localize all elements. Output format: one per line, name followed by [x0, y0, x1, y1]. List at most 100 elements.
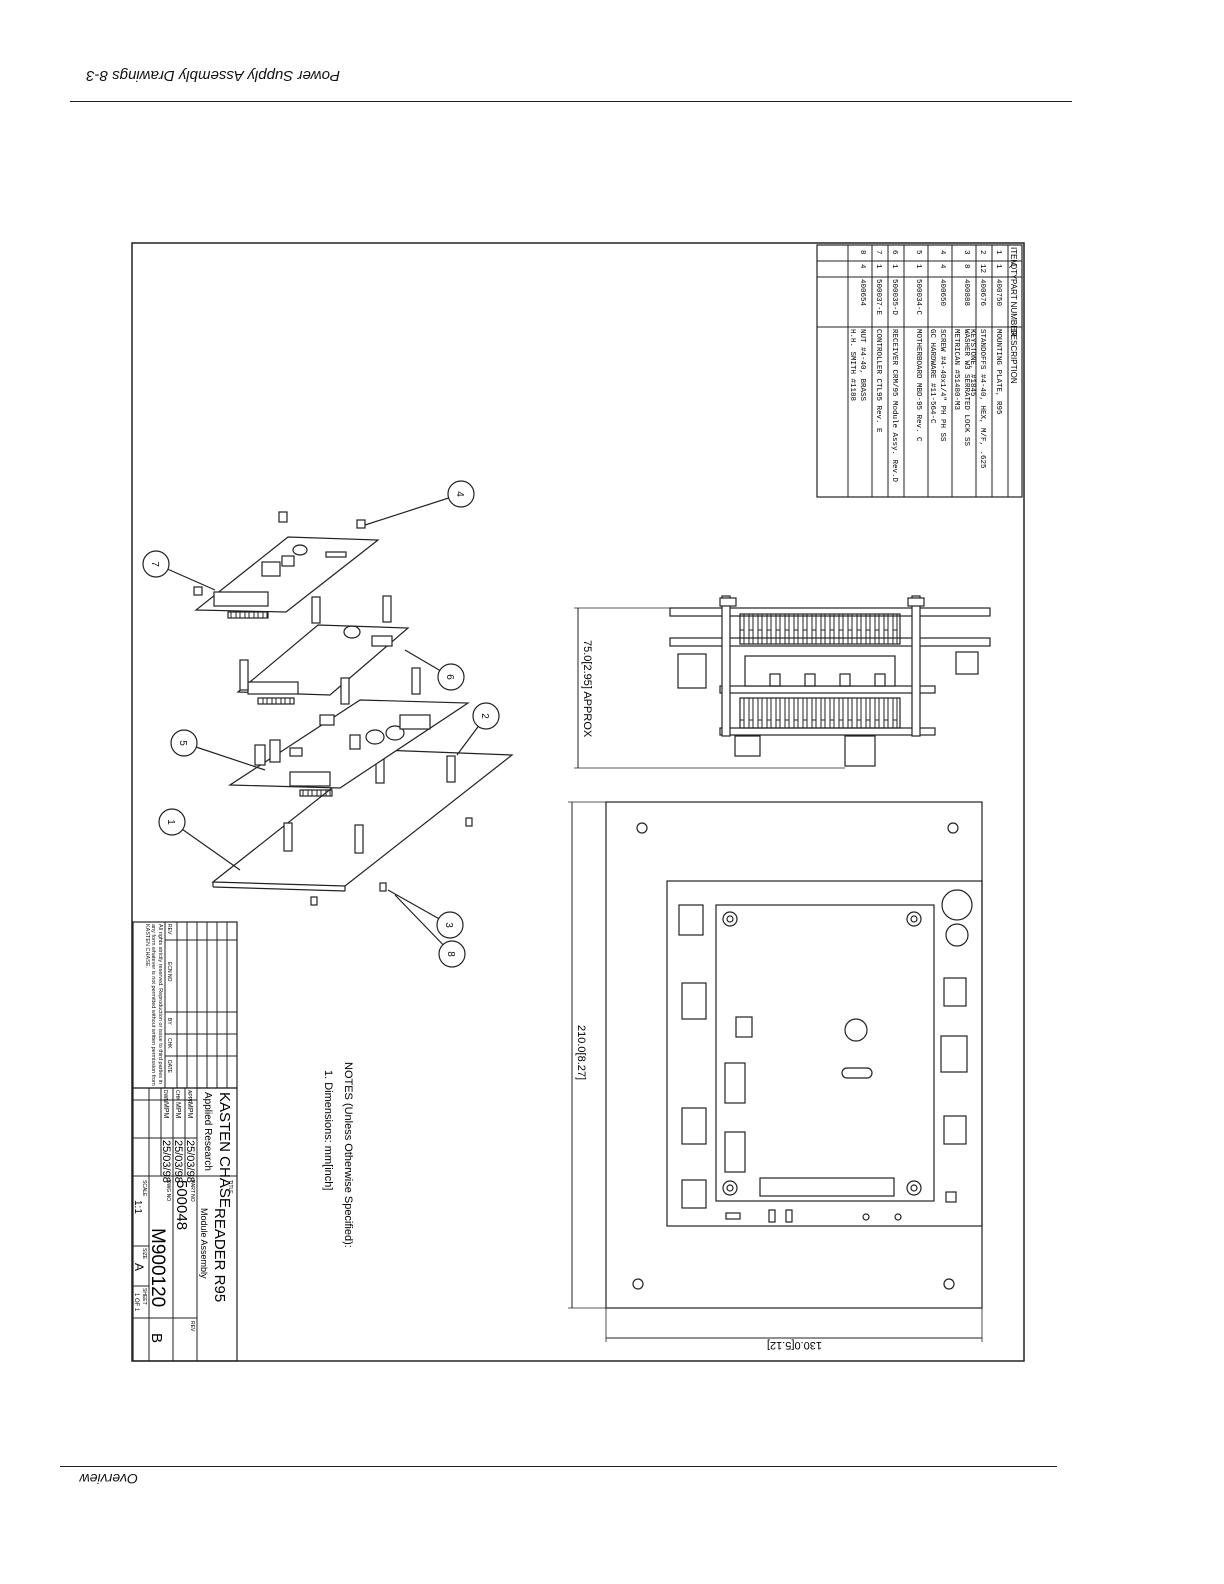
svg-text:MPM: MPM [174, 1102, 181, 1119]
svg-text:CHK: CHK [174, 1090, 180, 1101]
height-dimension: 75.0[2.95] APPROX [581, 640, 593, 738]
bom-description: KEYSTONE, #1845 [968, 329, 976, 397]
svg-text:REV: REV [189, 1321, 195, 1332]
item-balloon [437, 663, 465, 691]
bom-qty: 1 [994, 264, 1002, 269]
item-balloon-label: 6 [444, 674, 455, 680]
bom-description: WASHER W3 SERRATED LOCK SS [962, 329, 970, 447]
svg-text:TITLE: TITLE [227, 1180, 233, 1194]
item-balloon [142, 550, 170, 578]
item-balloon-label: 4 [454, 491, 465, 497]
drawing-subtitle: Module Assembly [199, 1208, 209, 1279]
item-balloon [472, 702, 500, 730]
bom-part-number: 400676 [978, 279, 986, 307]
depth-dimension: 210.0[8.27] [575, 1025, 587, 1080]
drawing-number: M900120 [147, 1228, 168, 1307]
svg-text:25/03/98: 25/03/98 [172, 1140, 184, 1183]
bom-part-number: 400650 [938, 279, 946, 307]
bom-item-number: 2 [978, 250, 986, 255]
bom-qty: 12 [978, 264, 986, 273]
bom-description: H.H. SMITH #1188 [848, 329, 856, 401]
bom-item-number: 8 [858, 250, 866, 255]
svg-text:DATE: DATE [166, 1060, 172, 1074]
bom-qty: 4 [938, 264, 946, 269]
bom-qty: 8 [962, 264, 970, 269]
width-dimension: 130.0[5.12] [767, 1339, 822, 1351]
svg-text:25/03/98: 25/03/98 [184, 1140, 196, 1183]
notes-item-1: 1. Dimensions: mm[inch] [322, 1070, 334, 1190]
svg-text:PART NO: PART NO [189, 1180, 195, 1202]
bom-qty: 1 [914, 264, 922, 269]
plan-view [568, 801, 983, 1342]
footer-rule [60, 1466, 1057, 1467]
bom-qty: 1 [874, 264, 882, 269]
svg-text:DWG NO: DWG NO [165, 1180, 171, 1201]
svg-text:1:1: 1:1 [132, 1200, 143, 1214]
bom-item-number: 1 [994, 250, 1002, 255]
bom-qty: 1 [890, 264, 898, 269]
item-balloon-label: 3 [443, 922, 454, 928]
svg-text:SIZE: SIZE [141, 1248, 147, 1260]
svg-text:A: A [132, 1263, 146, 1271]
bom-part-number: 500034-C [914, 279, 922, 316]
bom-header-item: ITEM [1009, 247, 1018, 266]
bom-description: SCREW #4-40x1/4" PH PH SS [938, 329, 946, 442]
svg-text:APPR: APPR [186, 1090, 192, 1104]
bom-header-desc: DESCRIPTION [1009, 329, 1018, 384]
bom-header-part: PART NUMBER [1009, 279, 1018, 337]
title-block: KASTEN CHASE Applied Research TITLE READ… [132, 1087, 238, 1362]
bom-part-number: 400888 [962, 279, 970, 306]
bill-of-materials-table: ITEM QTY PART NUMBER DESCRIPTION 1 1 40075… [816, 244, 1023, 498]
bom-description: NUT #4-40, BRASS [858, 329, 866, 402]
item-balloon [170, 729, 198, 757]
item-balloon-label: 8 [445, 951, 456, 957]
bom-item-number: 5 [914, 250, 922, 255]
bom-description: GC HARDWARE #11-564-C [928, 329, 936, 424]
bom-description: METRICAN #51480-M3 [952, 329, 960, 411]
item-balloon [438, 940, 466, 968]
bom-description: RECEIVER CRM/95 Module Assy. Rev.D [890, 329, 898, 483]
svg-text:SCALE: SCALE [141, 1180, 147, 1197]
hardware-bottom [310, 817, 473, 906]
header-rule [70, 101, 1072, 102]
bom-description: STANDOFFS #4-40, HEX, M/F, .625 [978, 329, 986, 469]
drawing-title: READER R95 [211, 1208, 228, 1302]
drawing-border [131, 242, 1025, 1362]
screws-top [193, 511, 366, 596]
svg-text:DWN: DWN [162, 1090, 168, 1102]
bom-item-number: 3 [962, 250, 970, 255]
part-number: 500048 [173, 1180, 190, 1230]
exploded-view [193, 511, 514, 906]
side-view [574, 595, 991, 769]
bom-part-number: 500037-E [874, 279, 882, 316]
svg-text:1 OF 1: 1 OF 1 [133, 1293, 139, 1312]
bom-item-number: 4 [938, 250, 946, 255]
bom-part-number: 400750 [994, 279, 1002, 307]
item-balloon-label: 5 [177, 740, 188, 746]
item-balloon [436, 911, 464, 939]
receiver-module [236, 624, 410, 696]
bom-description: MOUNTING PLATE, R95 [994, 329, 1002, 415]
standoff-set-lower [283, 755, 456, 854]
bom-description: CONTROLLER CTL95 Rev. E [874, 329, 882, 433]
notes-title: NOTES (Unless Otherwise Specified): [342, 1062, 354, 1248]
svg-text:BY: BY [166, 1018, 172, 1025]
svg-text:SHEET: SHEET [141, 1288, 147, 1305]
item-balloon-label: 2 [479, 713, 490, 719]
bom-item-number: 6 [890, 250, 898, 255]
svg-text:25/03/98: 25/03/98 [160, 1140, 172, 1183]
revision: B [148, 1333, 165, 1343]
item-balloon-label: 1 [165, 819, 176, 825]
bom-part-number: 500035-D [890, 279, 898, 316]
bom-item-number: 7 [874, 250, 882, 255]
svg-text:REV: REV [166, 924, 172, 935]
bom-description: MOTHERBOARD MBD-95 Rev. C [914, 329, 922, 442]
rights-notice: All rights strictly reserved. Reproducti… [144, 924, 163, 1086]
bom-part-number: 400654 [858, 279, 866, 307]
item-balloon [447, 480, 475, 508]
bom-header-qty: QTY [1009, 263, 1018, 280]
item-balloon [158, 808, 186, 836]
svg-text:MPM: MPM [162, 1102, 169, 1119]
